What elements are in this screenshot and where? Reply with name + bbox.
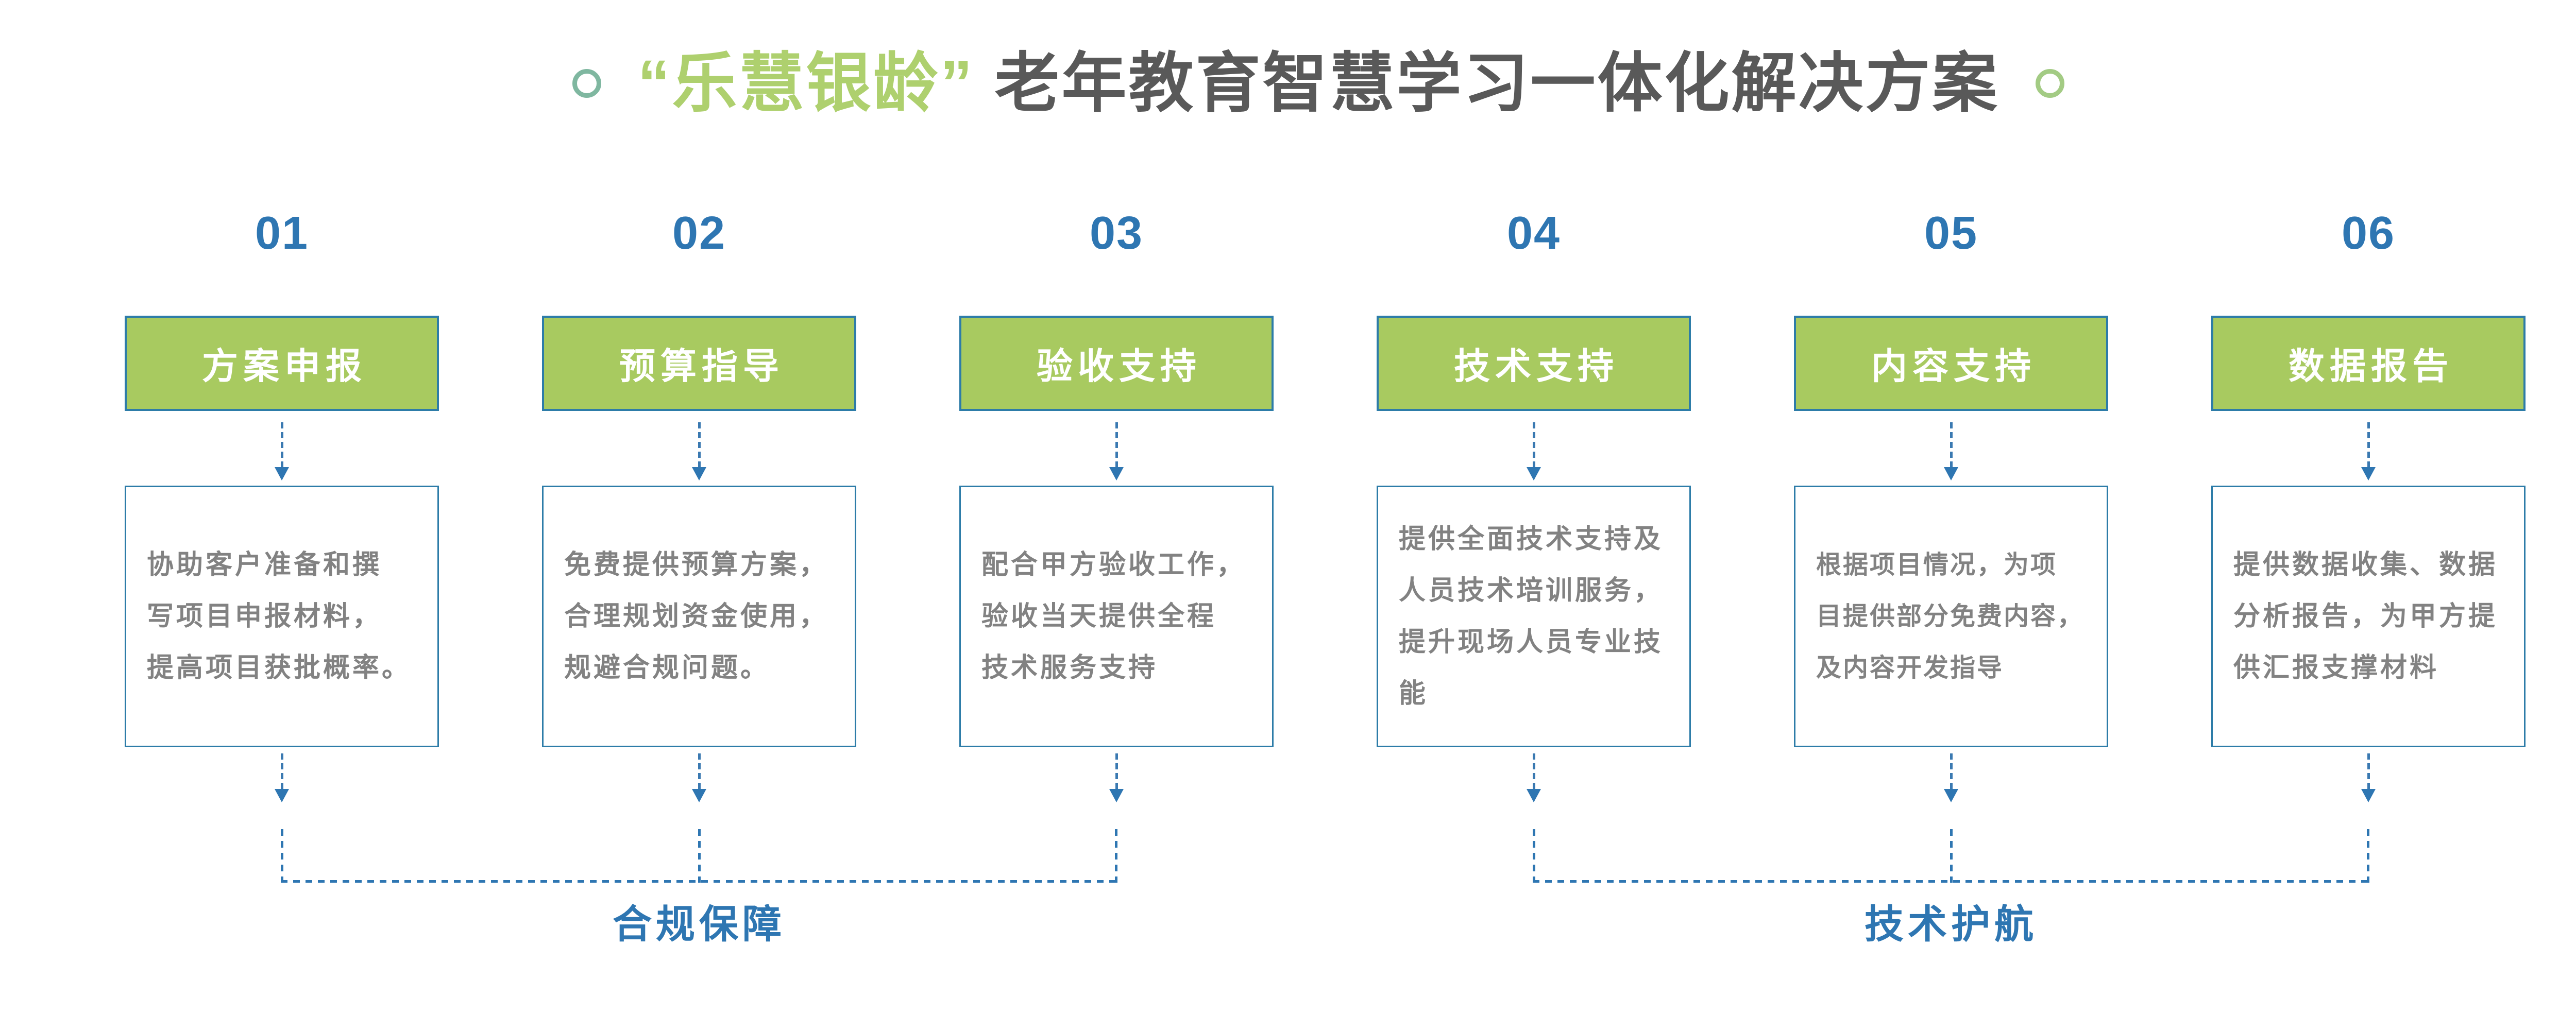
step-description-box: 根据项目情况，为项 目提供部分免费内容， 及内容开发指导 (1794, 486, 2108, 747)
step-description-box: 免费提供预算方案， 合理规划资金使用， 规避合规问题。 (542, 486, 856, 747)
arrow-down-icon (2361, 422, 2376, 480)
bracket-stub (2367, 829, 2369, 883)
arrow-head (692, 467, 706, 480)
arrow-line (2367, 753, 2370, 789)
bracket-stub (1533, 829, 1535, 883)
arrow-down-icon (1527, 422, 1541, 480)
group-label-technology: 技术护航 (1865, 903, 2038, 947)
arrow-line (1950, 422, 1953, 468)
step-number: 04 (1506, 208, 1561, 259)
arrow-line (280, 753, 283, 789)
step-number: 05 (1924, 208, 1978, 259)
arrow-head (275, 467, 289, 480)
arrow-head (1527, 467, 1541, 480)
arrow-down-icon (692, 422, 706, 480)
bracket-stub (698, 829, 701, 883)
step-description-box: 协助客户准备和撰 写项目申报材料， 提高项目获批概率。 (125, 486, 439, 747)
group-bracket-technology (1533, 829, 2369, 883)
arrow-down-icon (1527, 753, 1541, 802)
step-title-box: 方案申报 (125, 316, 439, 411)
step-number: 01 (255, 208, 309, 259)
step-column-6: 06 数据报告 提供数据收集、数据 分析报告，为甲方提 供汇报支撑材料 (2211, 0, 2526, 802)
steps-row: 01 方案申报 协助客户准备和撰 写项目申报材料， 提高项目获批概率。 02 预… (125, 0, 2526, 802)
circle-ornament-left-icon (572, 68, 602, 98)
group-label-compliance: 合规保障 (613, 903, 786, 947)
arrow-line (1115, 422, 1118, 468)
arrow-down-icon (2361, 753, 2376, 802)
bracket-stub (1115, 829, 1117, 883)
step-title-box: 数据报告 (2211, 316, 2526, 411)
arrow-down-icon (275, 753, 289, 802)
step-title-box: 技术支持 (1377, 316, 1691, 411)
step-description: 配合甲方验收工作， 验收当天提供全程 技术服务支持 (981, 550, 1246, 683)
arrow-head (1944, 789, 1958, 802)
step-number: 03 (1089, 208, 1144, 259)
arrow-down-icon (1109, 753, 1124, 802)
arrow-line (698, 422, 701, 468)
step-column-3: 03 验收支持 配合甲方验收工作， 验收当天提供全程 技术服务支持 (959, 0, 1274, 802)
step-number: 02 (672, 208, 726, 259)
arrow-line (280, 422, 283, 468)
step-column-1: 01 方案申报 协助客户准备和撰 写项目申报材料， 提高项目获批概率。 (125, 0, 439, 802)
arrow-line (1115, 753, 1118, 789)
arrow-line (1532, 422, 1535, 468)
arrow-down-icon (1944, 422, 1958, 480)
step-description: 根据项目情况，为项 目提供部分免费内容， 及内容开发指导 (1816, 551, 2084, 682)
title-rest: 老年教育智慧学习一体化解决方案 (994, 47, 1999, 119)
bracket-line (1533, 880, 2369, 883)
arrow-head (275, 789, 289, 802)
circle-ornament-right-icon (2035, 68, 2064, 98)
bracket-stub (281, 829, 283, 883)
step-description: 协助客户准备和撰 写项目申报材料， 提高项目获批概率。 (147, 550, 412, 683)
arrow-down-icon (692, 753, 706, 802)
page-title: “乐慧银龄” 老年教育智慧学习一体化解决方案 (637, 44, 1999, 122)
step-description-box: 提供全面技术支持及 人员技术培训服务， 提升现场人员专业技 能 (1377, 486, 1691, 747)
step-number: 06 (2341, 208, 2396, 259)
step-title-box: 内容支持 (1794, 316, 2108, 411)
bracket-line (281, 880, 1117, 883)
arrow-head (2361, 789, 2376, 802)
step-description-box: 提供数据收集、数据 分析报告，为甲方提 供汇报支撑材料 (2211, 486, 2526, 747)
step-column-4: 04 技术支持 提供全面技术支持及 人员技术培训服务， 提升现场人员专业技 能 (1377, 0, 1691, 802)
step-description: 提供数据收集、数据 分析报告，为甲方提 供汇报支撑材料 (2233, 550, 2498, 683)
step-description: 提供全面技术支持及 人员技术培训服务， 提升现场人员专业技 能 (1399, 524, 1664, 709)
arrow-line (698, 753, 701, 789)
arrow-head (1944, 467, 1958, 480)
arrow-head (2361, 467, 2376, 480)
arrow-down-icon (1944, 753, 1958, 802)
step-column-2: 02 预算指导 免费提供预算方案， 合理规划资金使用， 规避合规问题。 (542, 0, 856, 802)
arrow-line (1950, 753, 1953, 789)
arrow-down-icon (1109, 422, 1124, 480)
step-title-box: 验收支持 (959, 316, 1274, 411)
arrow-head (1527, 789, 1541, 802)
step-description: 免费提供预算方案， 合理规划资金使用， 规避合规问题。 (564, 550, 829, 683)
brand-name: “乐慧银龄” (637, 47, 975, 119)
bracket-stub (1950, 829, 1953, 883)
step-description-box: 配合甲方验收工作， 验收当天提供全程 技术服务支持 (959, 486, 1274, 747)
step-column-5: 05 内容支持 根据项目情况，为项 目提供部分免费内容， 及内容开发指导 (1794, 0, 2108, 802)
arrow-down-icon (275, 422, 289, 480)
title-row: “乐慧银龄” 老年教育智慧学习一体化解决方案 (0, 44, 2576, 122)
step-title-box: 预算指导 (542, 316, 856, 411)
arrow-head (692, 789, 706, 802)
arrow-head (1109, 467, 1124, 480)
arrow-line (1532, 753, 1535, 789)
arrow-line (2367, 422, 2370, 468)
group-bracket-compliance (281, 829, 1117, 883)
arrow-head (1109, 789, 1124, 802)
